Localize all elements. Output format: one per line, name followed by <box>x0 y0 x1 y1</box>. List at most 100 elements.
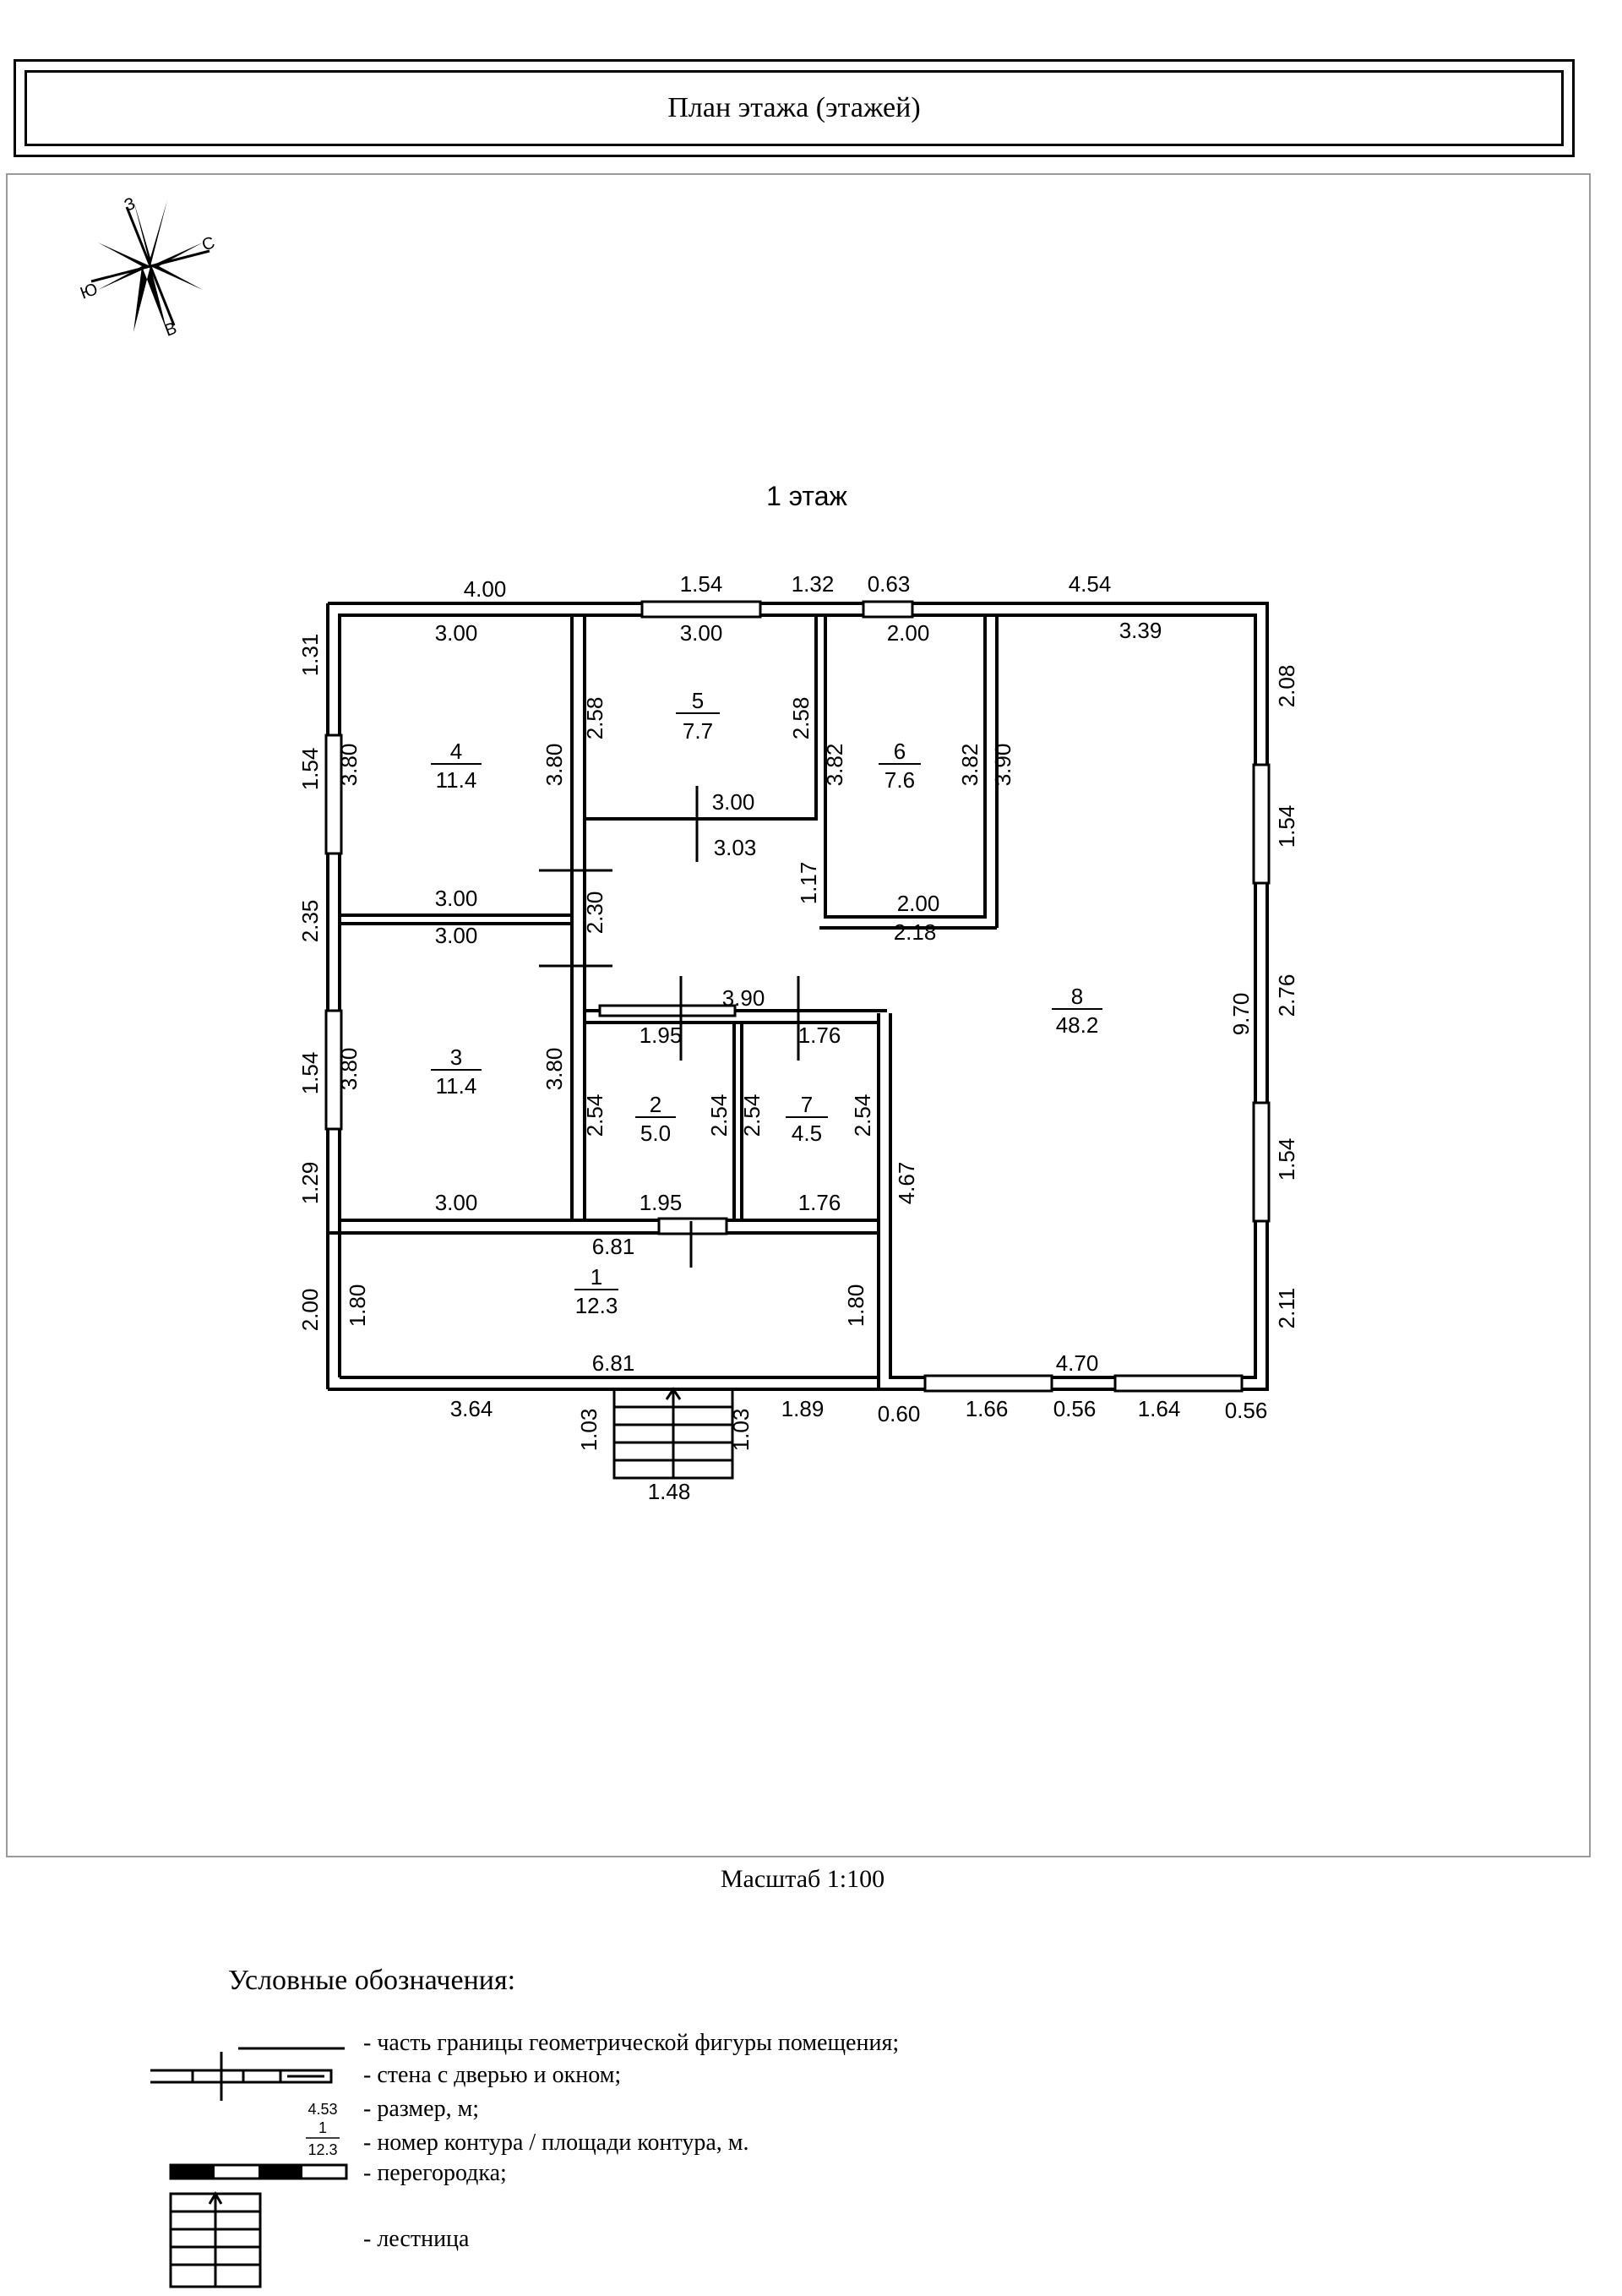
header-frame: План этажа (этажей) <box>14 59 1575 157</box>
room-8-number: 8 <box>1071 984 1083 1009</box>
floor-title: 1 этаж <box>766 481 847 511</box>
dim-stair-width: 1.48 <box>648 1479 691 1504</box>
dim-right-1: 2.08 <box>1274 665 1299 708</box>
room-2-dim-bottom: 1.95 <box>640 1190 683 1215</box>
room-1-dim-right: 1.80 <box>843 1284 868 1328</box>
dim-left-4: 1.54 <box>297 1052 323 1095</box>
room-3-dim-left: 3.80 <box>336 1048 362 1091</box>
room-2-dim-left: 2.54 <box>582 1094 607 1137</box>
compass-north: С <box>199 233 217 255</box>
dim-top-4: 0.63 <box>868 571 911 597</box>
room-3-dim-top: 3.00 <box>435 923 478 948</box>
legend-sample-area: 12.3 <box>308 2141 337 2158</box>
room-3-dim-right: 3.80 <box>542 1048 567 1091</box>
legend-title: Условные обозначения: <box>228 1965 516 1996</box>
room-4-dim-top: 3.00 <box>435 620 478 646</box>
plan-frame <box>6 173 1591 1857</box>
room-3-dim-bottom: 3.00 <box>435 1190 478 1215</box>
room-8-dim-bottom: 4.70 <box>1056 1350 1099 1376</box>
room-8-dim-inner: 4.67 <box>894 1162 919 1205</box>
room-2-area: 5.0 <box>640 1121 671 1146</box>
legend-symbols <box>150 2047 345 2288</box>
corridor-dim-left: 2.30 <box>582 892 607 935</box>
dim-right-3: 2.76 <box>1274 974 1299 1017</box>
legend-sample-labels: 4.53 1 12.3 <box>306 2101 340 2158</box>
dim-bottom-4: 1.66 <box>966 1396 1009 1421</box>
dim-left-2: 1.54 <box>297 748 323 791</box>
room-5-dim-right: 2.58 <box>788 697 814 740</box>
dim-left-3: 2.35 <box>297 900 323 943</box>
room-2-dim-top: 1.95 <box>640 1023 683 1048</box>
room-4-number: 4 <box>450 739 462 764</box>
room-8-dim-top: 3.39 <box>1119 618 1162 643</box>
room-6-area: 7.6 <box>884 767 915 793</box>
dim-bottom-5: 0.56 <box>1053 1396 1097 1421</box>
dim-bottom-1: 3.64 <box>450 1396 493 1421</box>
corridor-dim-right: 1.17 <box>796 862 821 905</box>
room-2-dim-right: 2.54 <box>706 1094 732 1137</box>
room-5-dim-bottom: 3.00 <box>712 789 755 815</box>
room-5-area: 7.7 <box>683 718 713 744</box>
compass-west: З <box>122 194 138 215</box>
dim-bottom-6: 1.64 <box>1138 1396 1181 1421</box>
room-4-dim-bottom: 3.00 <box>435 886 478 911</box>
dim-bottom-2: 1.89 <box>781 1396 825 1421</box>
dim-left-1: 1.31 <box>297 634 323 677</box>
room-7-area: 4.5 <box>792 1121 822 1146</box>
dim-left-5: 1.29 <box>297 1162 323 1205</box>
room-1-area: 12.3 <box>575 1293 618 1318</box>
scale-label: Масштаб 1:100 <box>720 1865 885 1893</box>
dim-top-1: 4.00 <box>464 576 507 602</box>
dim-stair-right: 1.03 <box>728 1409 754 1452</box>
walls <box>326 602 1269 1391</box>
room-3-area: 11.4 <box>436 1073 477 1099</box>
dim-right-2: 1.54 <box>1274 805 1299 848</box>
room-7-dim-right: 2.54 <box>850 1094 875 1137</box>
legend-item-dimension: - размер, м; <box>363 2096 480 2122</box>
room-8-area: 48.2 <box>1056 1012 1099 1038</box>
legend-partition-symbol <box>169 2163 348 2180</box>
room-7-dim-top: 1.76 <box>798 1023 841 1048</box>
room-6-dim-left: 3.82 <box>822 744 847 787</box>
room-7-dim-left: 2.54 <box>739 1094 765 1137</box>
room-labels: 3.00 3.80 3.80 3.00 4 11.4 3.00 2.58 2.5… <box>336 618 1254 1376</box>
room-6-dim-right: 3.82 <box>957 744 982 787</box>
compass-south: Ю <box>78 280 101 303</box>
room-4-area: 11.4 <box>436 767 477 793</box>
room-5-dim-top: 3.00 <box>680 620 723 646</box>
room-8-dim-partition: 3.90 <box>722 985 765 1011</box>
room-3-number: 3 <box>450 1044 462 1070</box>
room-6-number: 6 <box>894 739 906 764</box>
door-swing-marks <box>539 786 800 1268</box>
dim-bottom-3: 0.60 <box>878 1401 921 1426</box>
legend-sample-number: 1 <box>318 2119 327 2136</box>
dim-bottom-7: 0.56 <box>1225 1398 1268 1423</box>
openings <box>324 600 1271 1393</box>
room-5-dim-left: 2.58 <box>582 697 607 740</box>
dim-left-6: 2.00 <box>297 1289 323 1332</box>
legend-sample-size: 4.53 <box>308 2101 337 2118</box>
dim-top-2: 1.54 <box>680 571 723 597</box>
legend-item-room-boundary: - часть границы геометрической фигуры по… <box>363 2030 900 2056</box>
legend-item-partition: - перегородка; <box>363 2160 507 2186</box>
dim-right-5: 2.11 <box>1274 1288 1299 1329</box>
room-4-dim-right: 3.80 <box>542 744 567 787</box>
room-5-number: 5 <box>692 688 704 713</box>
room-8-dim-right: 9.70 <box>1228 993 1254 1036</box>
staircase-icon <box>612 1387 734 1480</box>
dim-right-4: 1.54 <box>1274 1138 1299 1181</box>
room-6-dim-top: 2.00 <box>887 620 930 646</box>
room-1-dim-left: 1.80 <box>345 1284 370 1328</box>
room-2-number: 2 <box>650 1092 661 1117</box>
outer-dimensions: 4.00 1.54 1.32 0.63 4.54 3.64 1.89 0.60 … <box>297 571 1299 1504</box>
dim-top-5: 4.54 <box>1069 571 1112 597</box>
room-1-dim-top: 6.81 <box>592 1234 635 1259</box>
room-7-number: 7 <box>801 1092 813 1117</box>
page-title: План этажа (этажей) <box>24 70 1564 146</box>
room-8-dim-left: 3.90 <box>990 744 1015 787</box>
compass-east: В <box>162 319 179 340</box>
corridor-dim-bottom: 3.03 <box>714 835 757 860</box>
legend-item-stairs: - лестница <box>363 2226 470 2252</box>
room-4-dim-left: 3.80 <box>336 744 362 787</box>
